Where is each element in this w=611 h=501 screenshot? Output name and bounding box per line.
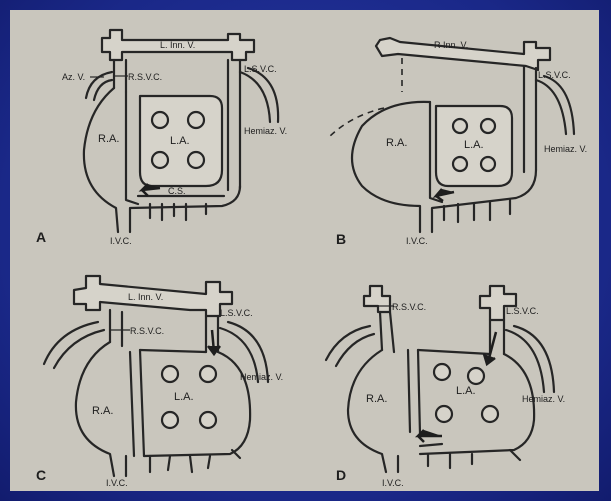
panel-b-pulmonary-vein-ostium bbox=[453, 157, 467, 171]
panel-d-flow-arrow-left bbox=[418, 430, 442, 442]
panel-b-left-svc bbox=[524, 66, 536, 172]
panel-a-coronary-sinus bbox=[138, 196, 224, 220]
panel-d-label-ivc: I.V.C. bbox=[382, 478, 404, 488]
panel-a-label-ivc: I.V.C. bbox=[110, 236, 132, 246]
panel-d-letter: D bbox=[336, 467, 346, 483]
panel-b-pulmonary-vein-ostium bbox=[481, 157, 495, 171]
panel-a-azygos bbox=[86, 72, 112, 100]
panel-d-right-branch bbox=[326, 326, 374, 366]
panel-d-pulmonary-vein-ostium bbox=[468, 368, 484, 384]
panel-d: R.S.V.C. L.S.V.C. R.A. L.A. Hemiaz. V. I… bbox=[326, 286, 565, 488]
panel-a-pulmonary-vein-ostium bbox=[188, 152, 204, 168]
panel-c-pulmonary-vein-ostium bbox=[200, 366, 216, 382]
panel-b-label-ivc: I.V.C. bbox=[406, 236, 428, 246]
panel-a-label-la: L.A. bbox=[170, 135, 190, 147]
panel-d-left-atrium bbox=[418, 350, 534, 454]
panel-c-pulmonary-vein-ostium bbox=[162, 412, 178, 428]
panel-c-label-l-svc: L.S.V.C. bbox=[220, 308, 253, 318]
panel-c-pulmonary-vein-ostium bbox=[200, 412, 216, 428]
panel-d-right-atrium bbox=[348, 350, 398, 472]
panel-b-label-la: L.A. bbox=[464, 139, 484, 151]
panel-b-flow-arrow bbox=[436, 189, 454, 201]
panel-c-left-atrium bbox=[140, 350, 250, 456]
panel-c-label-l-inn-v: L. Inn. V. bbox=[128, 292, 163, 302]
panel-d-label-l-svc: L.S.V.C. bbox=[506, 306, 539, 316]
panel-d-pulmonary-vein-ostium bbox=[434, 364, 450, 380]
panel-a-label-hemiaz-v: Hemiaz. V. bbox=[244, 126, 287, 136]
panel-d-atrial-septum bbox=[408, 350, 420, 434]
panel-a-letter: A bbox=[36, 229, 46, 245]
panel-d-right-svc bbox=[380, 312, 394, 352]
panel-a-pulmonary-vein-ostium bbox=[152, 152, 168, 168]
panel-d-label-ra: R.A. bbox=[366, 393, 387, 405]
panel-a-label-r-svc: R.S.V.C. bbox=[128, 72, 162, 82]
panel-a-left-svc bbox=[228, 60, 240, 190]
panel-d-right-svc-top bbox=[364, 286, 390, 312]
panel-d-label-hemiaz-v: Hemiaz. V. bbox=[522, 394, 565, 404]
venous-anomaly-diagram: L. Inn. V. Az. V. R.S.V.C. L.S.V.C. R.A.… bbox=[10, 10, 599, 491]
panel-d-pulmonary-vein-ostium bbox=[482, 406, 498, 422]
panel-a-label-l-inn-v: L. Inn. V. bbox=[160, 40, 195, 50]
panel-d-pulmonary-vein-ostium bbox=[436, 406, 452, 422]
panel-b-hemiazygos bbox=[536, 76, 574, 134]
panel-c-right-branch bbox=[44, 322, 104, 368]
panel-b-label-l-svc: L.S.V.C. bbox=[538, 70, 571, 80]
panel-b-label-r-inn-v: R Inn. V. bbox=[434, 40, 468, 50]
panel-b-label-hemiaz-v: Hemiaz. V. bbox=[544, 144, 587, 154]
panel-b-label-ra: R.A. bbox=[386, 137, 407, 149]
panel-b-pulmonary-vein-ostium bbox=[453, 119, 467, 133]
panel-a-label-ra: R.A. bbox=[98, 133, 119, 145]
panel-c-label-ivc: I.V.C. bbox=[106, 478, 128, 488]
panel-c-label-r-svc: R.S.V.C. bbox=[130, 326, 164, 336]
panel-c-label-ra: R.A. bbox=[92, 405, 113, 417]
panel-a-label-l-svc: L.S.V.C. bbox=[244, 64, 277, 74]
panel-a-label-az-v: Az. V. bbox=[62, 72, 85, 82]
panel-b-pulmonary-vein-ostium bbox=[481, 119, 495, 133]
panel-a-pulmonary-vein-ostium bbox=[188, 112, 204, 128]
panel-d-flow-arrow-right bbox=[420, 444, 442, 446]
panel-d-label-r-svc: R.S.V.C. bbox=[392, 302, 426, 312]
panel-d-label-la: L.A. bbox=[456, 385, 476, 397]
panel-c-label-hemiaz-v: Hemiaz. V. bbox=[240, 372, 283, 382]
panel-b-obliterated-right-svc bbox=[328, 58, 402, 138]
panel-a: L. Inn. V. Az. V. R.S.V.C. L.S.V.C. R.A.… bbox=[36, 30, 287, 246]
panel-c-right-svc bbox=[110, 310, 122, 346]
panel-c-label-la: L.A. bbox=[174, 391, 194, 403]
panel-a-atrial-septum bbox=[126, 92, 138, 204]
panel-c: L. Inn. V. R.S.V.C. L.S.V.C. R.A. L.A. H… bbox=[36, 276, 283, 488]
panel-c-pulmonary-vein-ostium bbox=[162, 366, 178, 382]
panel-a-hemiazygos bbox=[240, 68, 278, 122]
panel-c-letter: C bbox=[36, 467, 46, 483]
panel-b: R Inn. V. L.S.V.C. R.A. L.A. Hemiaz. V. … bbox=[328, 38, 587, 247]
panel-a-label-cs: C.S. bbox=[168, 186, 186, 196]
panel-a-pulmonary-vein-ostium bbox=[152, 112, 168, 128]
panel-b-letter: B bbox=[336, 231, 346, 247]
panel-c-atrial-septum bbox=[130, 350, 144, 456]
figure-card: L. Inn. V. Az. V. R.S.V.C. L.S.V.C. R.A.… bbox=[10, 10, 599, 491]
